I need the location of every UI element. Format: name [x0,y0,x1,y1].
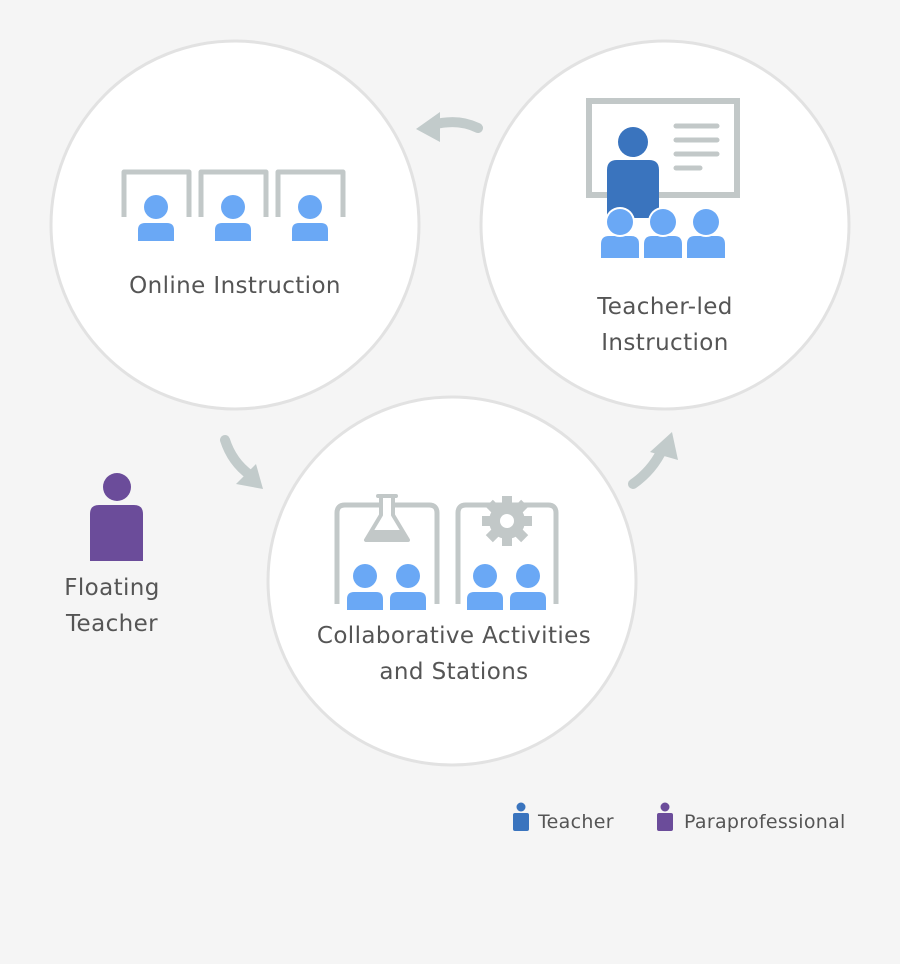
collaborative-stations-icon [334,494,559,610]
whiteboard-text-lines [673,123,720,171]
online-computers-icon [121,169,346,241]
collaborative-activities-circle [266,395,638,767]
gear-icon [482,496,532,546]
whiteboard-icon [586,98,740,198]
arrow-online-to-collaborative-icon [220,435,263,489]
floating-teacher-label-line2: Teacher [65,611,158,637]
engineering-station-icon [455,496,559,610]
online-instruction-label: Online Instruction [129,273,341,299]
teacher-led-label-line2: Instruction [601,330,729,356]
collaborative-label-line2: and Stations [379,659,528,685]
arrow-collaborative-to-teacher-icon [628,432,678,489]
computer-student-icon [275,169,346,241]
legend-paraprofessional-label: Paraprofessional [684,811,846,833]
students-group-icon [601,207,725,258]
computer-student-icon [198,169,269,241]
floating-teacher-label-line1: Floating [64,575,160,601]
flask-icon [364,494,410,542]
teacher-led-label-line1: Teacher-led [596,294,733,320]
floating-teacher-icon [90,473,143,561]
teacher-figure-icon [607,127,659,218]
legend-teacher-label: Teacher [537,811,614,833]
legend-paraprofessional-icon [657,802,673,831]
legend: Teacher Paraprofessional [513,802,846,833]
whiteboard-teacher-icon [586,98,740,258]
arrow-teacher-to-online-icon [416,112,483,142]
science-station-icon [334,494,440,610]
collaborative-label-line1: Collaborative Activities [317,623,591,649]
legend-teacher-icon [513,802,529,831]
computer-student-icon [121,169,192,241]
